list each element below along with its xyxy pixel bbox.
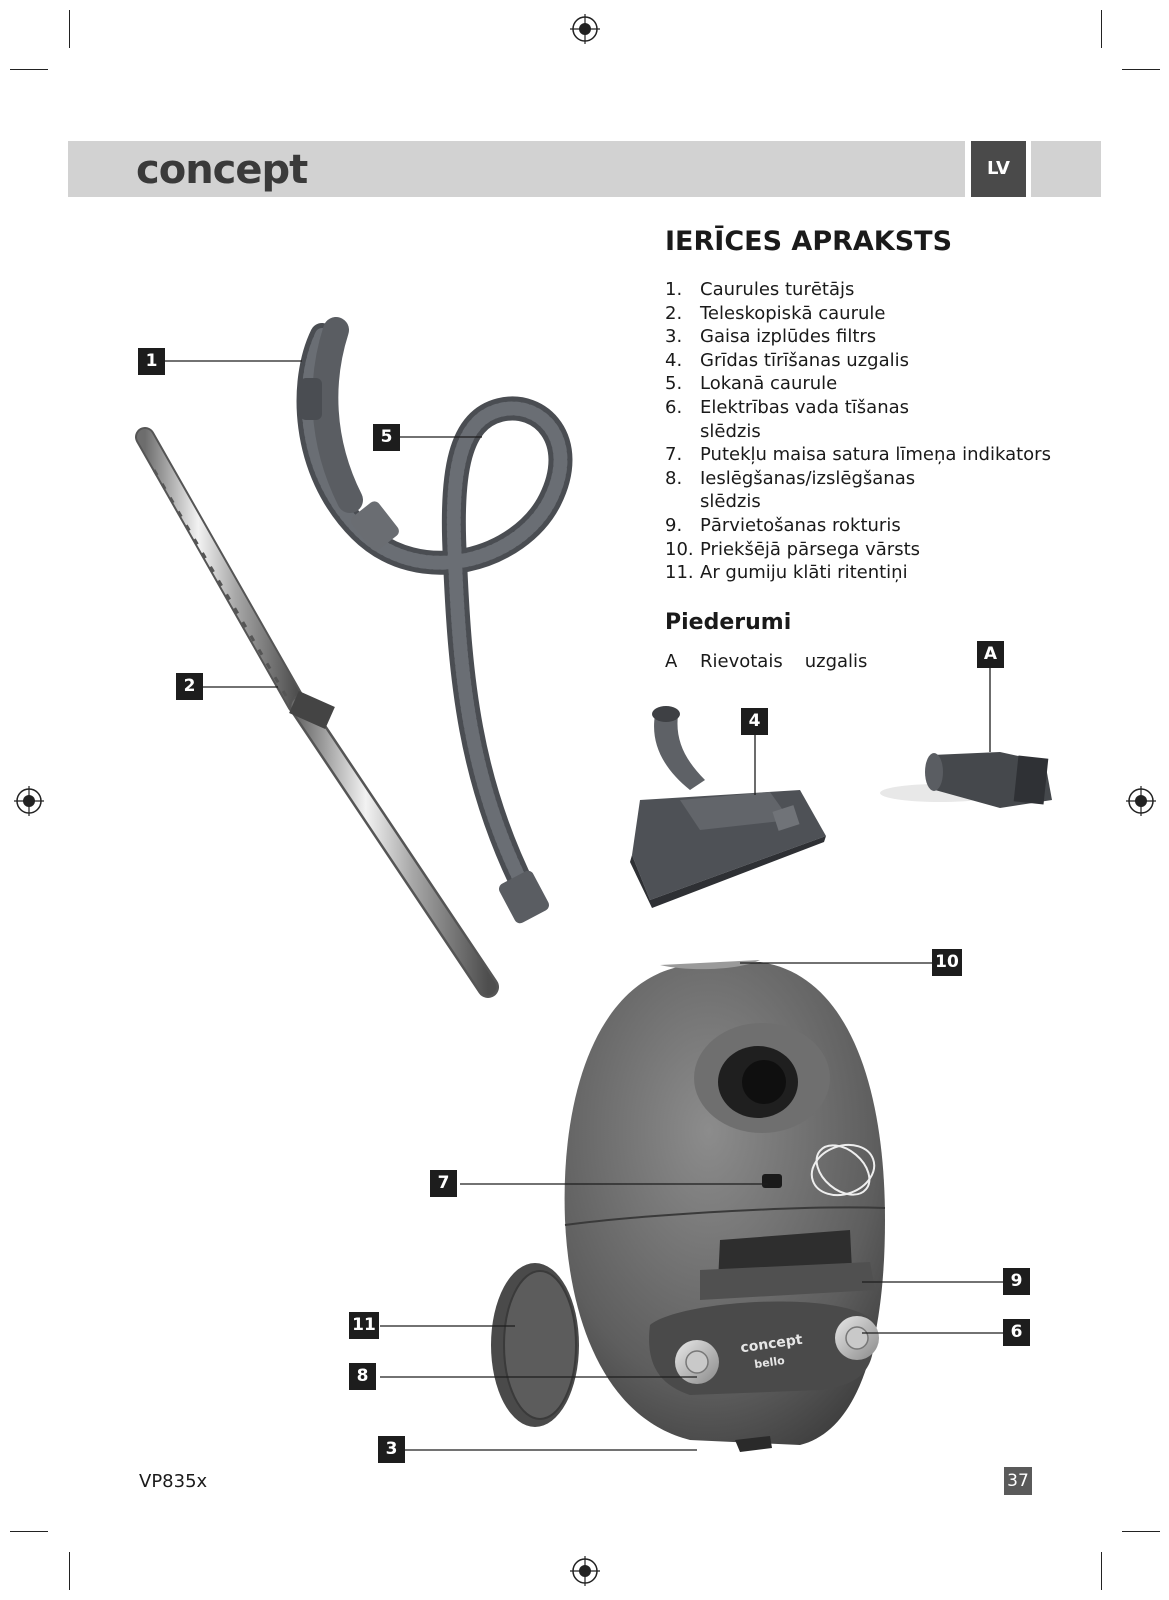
crop-mark bbox=[1101, 1552, 1102, 1590]
flexible-hose-icon bbox=[296, 317, 573, 924]
callout-label-11: 11 bbox=[349, 1312, 379, 1339]
crop-mark bbox=[1122, 69, 1160, 70]
floor-nozzle-icon bbox=[630, 706, 826, 908]
registration-mark-icon bbox=[14, 786, 44, 816]
registration-mark-icon bbox=[1126, 786, 1156, 816]
callout-label-10: 10 bbox=[932, 949, 962, 976]
section-title: IERĪCES APRAKSTS bbox=[665, 226, 953, 257]
callout-label-7: 7 bbox=[430, 1170, 457, 1197]
parts-list: 1.Caurules turētājs 2.Teleskopiskā cauru… bbox=[665, 278, 1051, 585]
header-bar bbox=[68, 141, 965, 197]
list-item: 2.Teleskopiskā caurule bbox=[665, 302, 886, 324]
crop-mark bbox=[10, 1531, 48, 1532]
crop-mark bbox=[69, 1552, 70, 1590]
product-model-text: bello bbox=[754, 1354, 786, 1371]
callout-label-9: 9 bbox=[1003, 1268, 1030, 1295]
registration-mark-icon bbox=[570, 1556, 600, 1586]
header-bar-end bbox=[1031, 141, 1101, 197]
callout-label-8: 8 bbox=[349, 1363, 376, 1390]
list-item: 9.Pārvietošanas rokturis bbox=[665, 514, 901, 536]
telescopic-tube-icon bbox=[135, 427, 499, 998]
crop-mark bbox=[10, 69, 48, 70]
vacuum-cleaner-icon: concept bello bbox=[491, 960, 886, 1452]
callout-label-4: 4 bbox=[741, 708, 768, 735]
language-badge: LV bbox=[971, 141, 1026, 197]
footer-model: VP835x bbox=[139, 1471, 208, 1492]
callout-label-1: 1 bbox=[138, 348, 165, 375]
crop-mark bbox=[69, 10, 70, 48]
list-item: 7.Putekļu maisa satura līmeņa indikators bbox=[665, 444, 1051, 466]
list-item: 11.Ar gumiju klāti ritentiņi bbox=[665, 562, 908, 584]
crop-mark bbox=[1122, 1531, 1160, 1532]
page-number: 37 bbox=[1004, 1467, 1032, 1495]
callout-label-5: 5 bbox=[373, 424, 400, 451]
callout-label-2: 2 bbox=[176, 673, 203, 700]
brand-logo: concept bbox=[136, 147, 308, 193]
accessories-title: Piederumi bbox=[665, 610, 792, 635]
callout-lines bbox=[165, 360, 1003, 1451]
registration-mark-icon bbox=[570, 14, 600, 44]
list-item: 4.Grīdas tīrīšanas uzgalis bbox=[665, 349, 910, 371]
callout-label-a: A bbox=[977, 641, 1004, 668]
callout-label-6: 6 bbox=[1003, 1319, 1030, 1346]
list-item: 5.Lokanā caurule bbox=[665, 373, 838, 395]
crop-mark bbox=[1101, 10, 1102, 48]
list-item: 1.Caurules turētājs bbox=[665, 279, 855, 300]
list-item: 10.Priekšējā pārsega vārsts bbox=[665, 538, 921, 560]
callout-label-3: 3 bbox=[378, 1436, 405, 1463]
list-item: 3.Gaisa izplūdes filtrs bbox=[665, 326, 877, 348]
crevice-tool-icon bbox=[880, 752, 1052, 808]
